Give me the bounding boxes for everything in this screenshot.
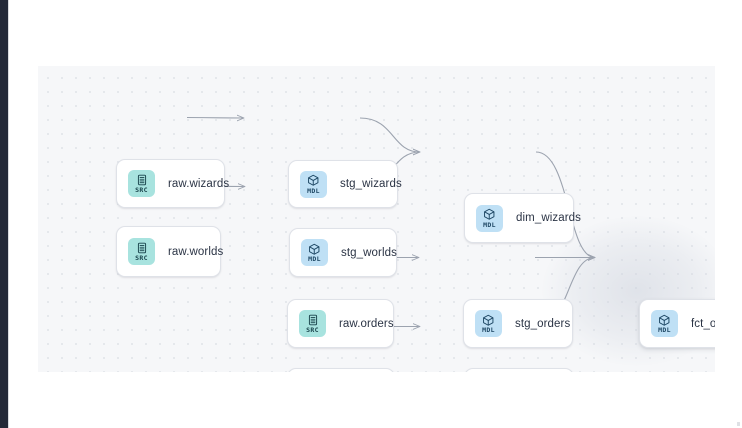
cube-icon-badge: MDL [476,204,503,232]
cube-icon-badge: MDL [475,310,502,337]
cube-icon [308,174,319,186]
node-label: raw.worlds [168,245,224,258]
database-icon [137,242,146,254]
lineage-node-raw_orders[interactable]: SRC raw.orders [287,299,394,348]
node-type-tag: MDL [658,326,671,334]
node-type-tag: SRC [135,185,148,194]
node-label: stg_orders [515,317,571,330]
lineage-node-raw_worlds[interactable]: SRC raw.worlds [116,226,224,277]
node-label: fct_orders [691,317,715,330]
database-icon [137,174,146,186]
node-type-tag: MDL [307,186,320,195]
cube-icon [309,243,320,255]
left-sidebar-rail [0,0,8,428]
node-label: raw.orders [339,317,394,330]
node-type-tag: SRC [135,253,148,262]
lineage-node-stg_worlds[interactable]: MDL stg_worlds [289,228,397,277]
database-icon-badge: SRC [299,310,326,337]
node-label: raw.wizards [168,177,230,190]
cube-icon-badge: MDL [301,239,328,266]
node-type-tag: MDL [482,326,495,334]
sidebar-divider [8,0,9,428]
cube-icon [483,314,494,326]
node-label: stg_wizards [340,178,402,190]
database-icon [308,314,317,326]
database-icon-badge: SRC [128,238,155,265]
edge-stg_wizards-to-dim_wizards [359,117,420,152]
lineage-node-fct_orders[interactable]: MDL fct_orders [639,299,715,348]
edge-raw_wizards-to-stg_wizards [186,118,244,119]
corner-artifact [737,422,740,426]
cube-icon-badge: MDL [651,310,678,337]
lineage-node-stg_wizards[interactable]: MDL stg_wizards [288,160,402,208]
database-icon-badge: SRC [128,170,155,197]
node-type-tag: SRC [306,325,319,334]
lineage-node-dim_wizards[interactable]: MDL dim_wizards [464,193,581,243]
cube-icon [484,208,495,220]
node-type-tag: MDL [483,220,496,229]
node-label: dim_wizards [516,212,582,224]
node-type-tag: MDL [308,255,321,263]
node-label: stg_worlds [341,246,397,259]
cube-icon [659,314,670,326]
cube-icon-badge: MDL [300,170,327,198]
lineage-node-stg_orders[interactable]: MDL stg_orders [463,299,573,348]
lineage-node-raw_wizards[interactable]: SRC raw.wizards [116,159,229,208]
